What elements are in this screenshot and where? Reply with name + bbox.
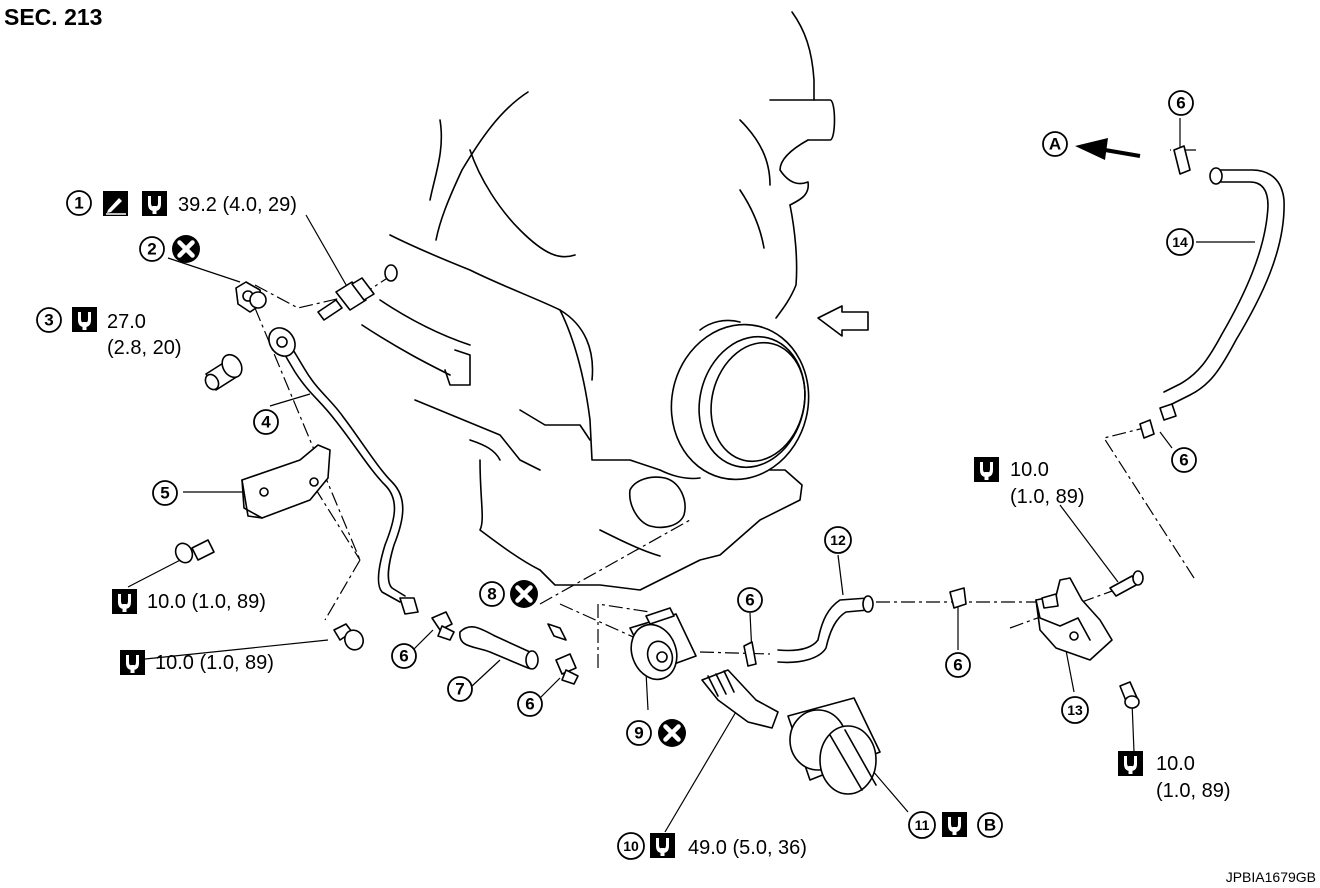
svg-text:6: 6	[953, 656, 962, 675]
part-3-bolt	[204, 353, 243, 391]
callout-9: 9	[626, 720, 652, 746]
svg-text:11: 11	[915, 817, 930, 833]
svg-text:12: 12	[830, 532, 846, 548]
torque-icon	[650, 833, 675, 858]
torque-spec-bracket-bolt: 10.0 (1.0, 89)	[147, 591, 266, 613]
callout-6-center: 6	[517, 691, 543, 717]
svg-text:B: B	[984, 816, 996, 835]
torque-spec-right-bottom-line1: 10.0	[1156, 753, 1195, 775]
svg-text:9: 9	[634, 724, 643, 743]
torque-icon	[974, 457, 999, 482]
callout-14: 14	[1166, 228, 1194, 256]
part-2-washer	[235, 281, 267, 313]
torque-icon	[112, 589, 137, 614]
image-code: JPBIA1679GB	[1226, 869, 1316, 885]
part-8-bolt	[547, 623, 567, 641]
torque-icon	[1118, 751, 1143, 776]
torque-icon	[942, 812, 967, 837]
torque-icon	[72, 307, 97, 332]
callout-8: 8	[479, 581, 505, 607]
front-direction-arrow	[817, 305, 869, 337]
torque-spec-right-top-line1: 10.0	[1010, 459, 1049, 481]
callout-4: 4	[253, 409, 279, 435]
bracket-13-top-bolt	[1109, 570, 1144, 597]
callout-12: 12	[824, 526, 852, 554]
callout-7: 7	[447, 676, 473, 702]
bracket-bolt	[174, 539, 215, 564]
svg-text:2: 2	[147, 240, 156, 259]
part-5-bracket	[241, 444, 331, 519]
bracket-13-bottom-bolt	[1119, 681, 1140, 709]
clamp-right-lower	[743, 641, 757, 667]
svg-text:13: 13	[1067, 702, 1083, 718]
svg-text:6: 6	[525, 695, 534, 714]
callout-6-right-center: 6	[945, 652, 971, 678]
torque-spec-3-line1: 27.0	[107, 311, 146, 333]
torque-spec-lower-bolt: 10.0 (1.0, 89)	[155, 652, 274, 674]
callout-10: 10	[617, 832, 645, 860]
no-reuse-icon	[172, 235, 200, 263]
part-9-oil-cooler	[629, 607, 697, 681]
svg-text:A: A	[1049, 135, 1061, 154]
torque-icon	[142, 191, 167, 216]
svg-text:6: 6	[399, 647, 408, 666]
part-10-connector-bolt	[701, 669, 779, 729]
svg-text:4: 4	[261, 413, 271, 432]
crank-pulley	[670, 319, 810, 481]
callout-3: 3	[36, 307, 62, 333]
callout-2: 2	[139, 236, 165, 262]
engine-block-outline	[361, 11, 836, 591]
svg-text:14: 14	[1172, 234, 1188, 250]
clamp-mid-right	[1139, 419, 1155, 439]
callout-13: 13	[1061, 696, 1089, 724]
svg-text:6: 6	[1176, 94, 1185, 113]
flow-arrow-to-a	[1075, 138, 1141, 160]
part-7-hose	[459, 625, 539, 670]
svg-text:8: 8	[487, 585, 496, 604]
svg-text:5: 5	[160, 484, 169, 503]
callout-5: 5	[152, 480, 178, 506]
callout-6-mid-right: 6	[1171, 447, 1197, 473]
callout-1: 1	[66, 190, 92, 216]
clamp-right-center	[949, 587, 967, 609]
part-14-hose	[1159, 167, 1285, 421]
callout-6-right-lower: 6	[737, 587, 763, 613]
svg-text:7: 7	[455, 680, 464, 699]
part-13-bracket	[1035, 577, 1113, 661]
part-11-oil-filter	[787, 697, 881, 795]
clamp-center	[555, 653, 579, 685]
svg-text:6: 6	[745, 591, 754, 610]
no-reuse-icon	[658, 719, 686, 747]
svg-text:1: 1	[74, 194, 83, 213]
callout-6-top-right: 6	[1168, 90, 1194, 116]
clamp-top-right	[1173, 145, 1191, 175]
torque-spec-3-line2: (2.8, 20)	[107, 337, 181, 359]
callout-11: 11	[908, 811, 936, 839]
part-12-hose	[777, 595, 874, 664]
torque-icon	[120, 650, 145, 675]
torque-spec-right-top-line2: (1.0, 89)	[1010, 486, 1084, 508]
part-1-bolt	[317, 264, 398, 321]
torque-spec-right-bottom-line2: (1.0, 89)	[1156, 780, 1230, 802]
torque-spec-10: 49.0 (5.0, 36)	[688, 837, 807, 859]
no-reuse-icon	[510, 580, 538, 608]
lower-bolt	[333, 623, 364, 651]
svg-text:6: 6	[1179, 451, 1188, 470]
ref-a-label: A	[1042, 131, 1068, 157]
callout-6-left: 6	[391, 643, 417, 669]
ref-b-label: B	[977, 812, 1003, 838]
svg-text:3: 3	[44, 311, 53, 330]
svg-text:10: 10	[623, 838, 639, 854]
part-4-oil-pipe	[268, 327, 419, 615]
clamp-left	[431, 611, 455, 641]
torque-spec-1: 39.2 (4.0, 29)	[178, 194, 297, 216]
sealant-icon	[102, 190, 129, 217]
section-label: SEC. 213	[4, 4, 102, 30]
